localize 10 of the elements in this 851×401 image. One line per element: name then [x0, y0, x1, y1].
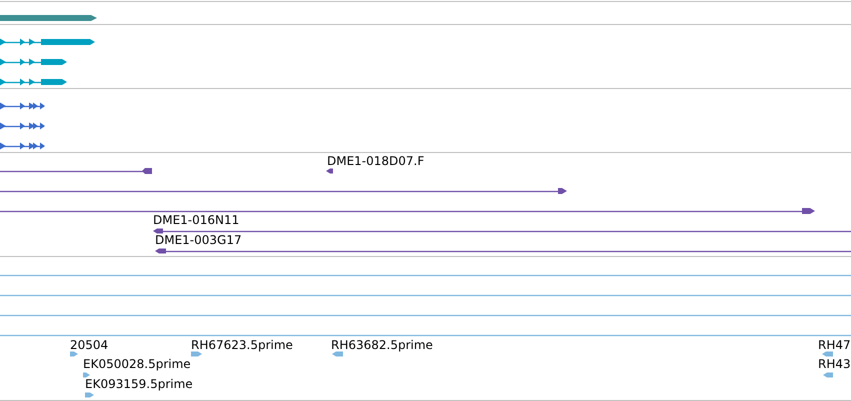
feature-label: DME1-003G17: [155, 233, 242, 247]
feature-label: EK093159.5prime: [85, 377, 193, 391]
feature-label: RH43: [818, 357, 851, 371]
feature-label: RH67623.5prime: [191, 338, 293, 352]
feature-label: RH47: [818, 338, 851, 352]
feature-label: 20504: [70, 338, 108, 352]
feature-label: DME1-018D07.F: [327, 154, 424, 168]
feature-label: RH63682.5prime: [331, 338, 433, 352]
feature-label: DME1-016N11: [153, 213, 240, 227]
feature-label: EK050028.5prime: [83, 357, 191, 371]
